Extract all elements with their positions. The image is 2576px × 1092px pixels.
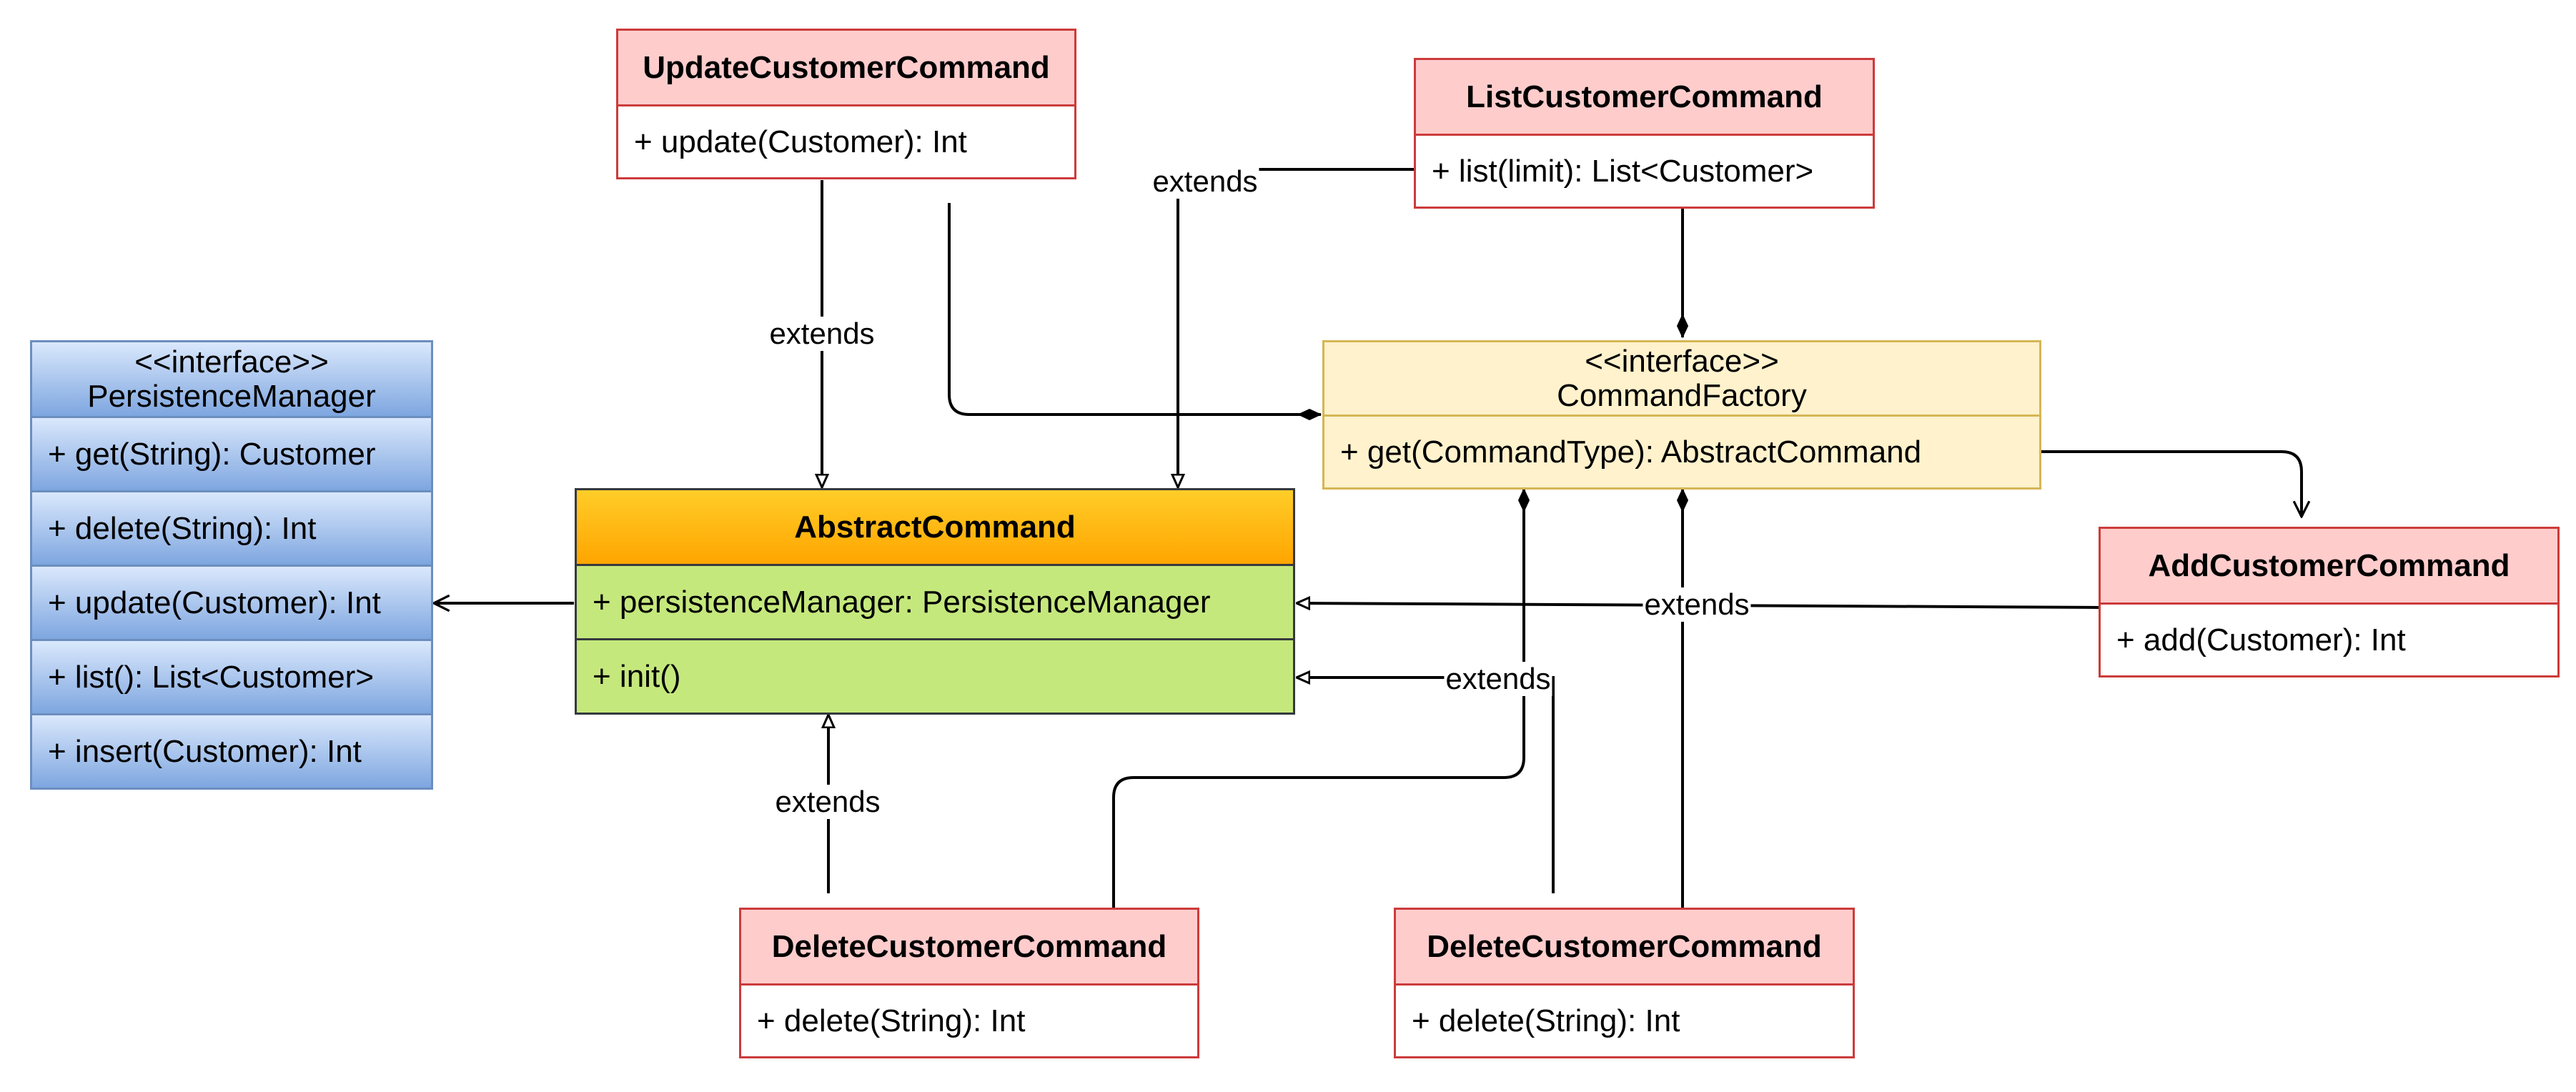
delete-method: + delete(String): Int (757, 1003, 1026, 1038)
delete-left-extends-label: extends (773, 785, 882, 819)
delete-right-extends-label: extends (1444, 662, 1552, 696)
stereotype-label: <<interface>> (1585, 343, 1779, 379)
class-name: DeleteCustomerCommand (741, 910, 1197, 986)
list-method: + list(): List<Customer> (32, 641, 431, 715)
interface-header: <<interface>> PersistenceManager (32, 342, 431, 418)
get-method: + get(String): Customer (32, 418, 431, 492)
get-method: + get(CommandType): AbstractCommand (1340, 434, 1922, 470)
list-method: + list(limit): List<Customer> (1432, 153, 1814, 189)
list-extends-label: extends (1151, 164, 1259, 199)
factory-add-edge (2041, 450, 2302, 517)
update-method: + update(Customer): Int (634, 124, 967, 159)
command-factory-interface[interactable]: <<interface>> CommandFactory + get(Comma… (1322, 340, 2041, 490)
class-name: ListCustomerCommand (1416, 60, 1873, 136)
interface-name: PersistenceManager (87, 378, 376, 414)
persistence-manager-interface[interactable]: <<interface>> PersistenceManager + get(S… (30, 340, 433, 790)
abstract-command-class[interactable]: AbstractCommand + persistenceManager: Pe… (575, 488, 1295, 715)
init-method: + init() (577, 640, 1293, 713)
delete-left-factory-edge (1112, 489, 1524, 908)
class-name: UpdateCustomerCommand (618, 31, 1074, 106)
interface-header: <<interface>> CommandFactory (1324, 342, 2039, 417)
update-customer-command-class[interactable]: UpdateCustomerCommand + update(Customer)… (616, 29, 1076, 179)
class-name: AbstractCommand (577, 490, 1293, 566)
delete-method: + delete(String): Int (1412, 1003, 1680, 1038)
update-factory-edge (948, 203, 1321, 415)
add-customer-command-class[interactable]: AddCustomerCommand + add(Customer): Int (2099, 527, 2560, 677)
stereotype-label: <<interface>> (134, 344, 329, 379)
insert-method: + insert(Customer): Int (32, 715, 431, 788)
add-extends-label: extends (1643, 587, 1751, 622)
update-method: + update(Customer): Int (32, 567, 431, 641)
interface-name: CommandFactory (1557, 377, 1807, 413)
list-customer-command-class[interactable]: ListCustomerCommand + list(limit): List<… (1414, 58, 1875, 209)
class-name: AddCustomerCommand (2101, 529, 2557, 605)
delete-right-extends-edge (1297, 677, 1555, 893)
persistence-manager-attribute: + persistenceManager: PersistenceManager (577, 566, 1293, 640)
delete-method: + delete(String): Int (32, 492, 431, 567)
add-method: + add(Customer): Int (2116, 622, 2406, 657)
delete-customer-command-class-left[interactable]: DeleteCustomerCommand + delete(String): … (739, 908, 1199, 1058)
class-name: DeleteCustomerCommand (1396, 910, 1853, 986)
update-extends-label: extends (768, 317, 876, 351)
delete-customer-command-class-right[interactable]: DeleteCustomerCommand + delete(String): … (1394, 908, 1855, 1058)
